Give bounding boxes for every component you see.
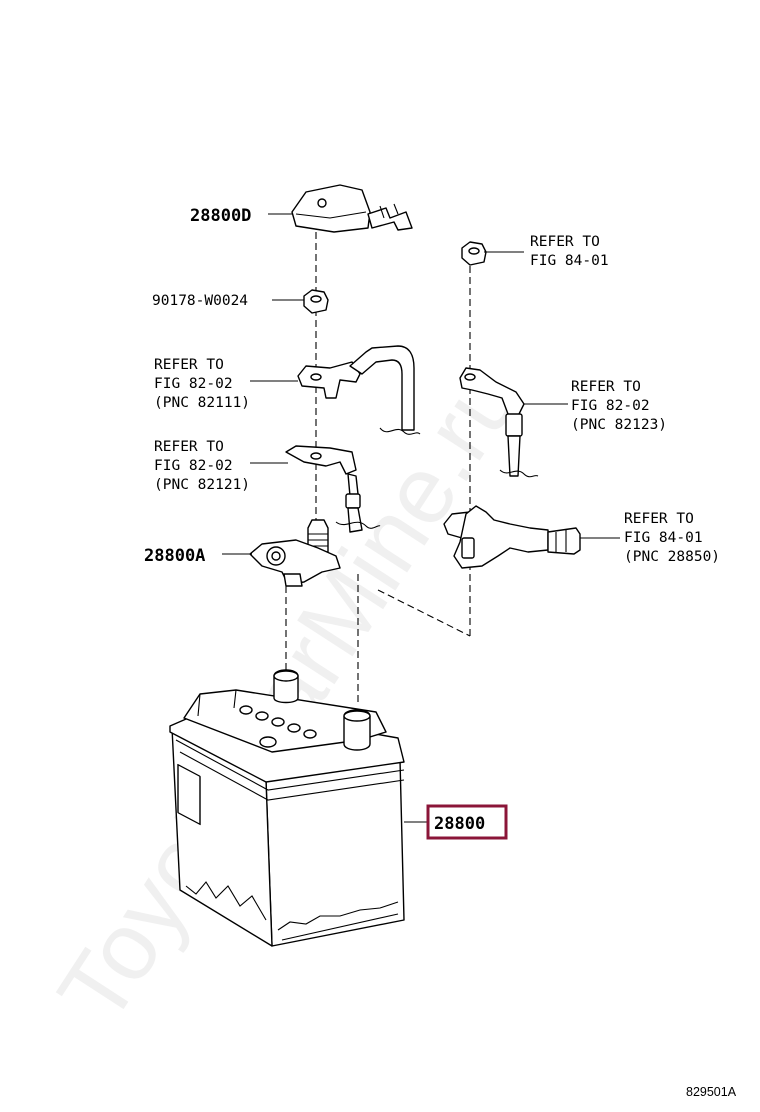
ref-fig-84-01-top[interactable]: REFER TO FIG 84-01	[530, 234, 609, 269]
assembly-lines	[285, 232, 471, 706]
cable-bracket-82121[interactable]	[285, 445, 381, 533]
leader-lines	[222, 213, 620, 823]
ref-pnc-28850[interactable]: REFER TO FIG 84-01 (PNC 28850)	[624, 511, 720, 565]
ref-pnc-28850-line1: REFER TO	[624, 511, 694, 527]
label-28800: 28800	[434, 814, 485, 834]
ref-pnc-82121[interactable]: REFER TO FIG 82-02 (PNC 82121)	[154, 439, 250, 493]
negative-terminal-28850[interactable]	[443, 505, 581, 569]
ref-fig-84-01-top-line2: FIG 84-01	[530, 253, 609, 269]
label-90178-w0024[interactable]: 90178-W0024	[152, 293, 248, 309]
ref-pnc-28850-line2: FIG 84-01	[624, 530, 703, 546]
ref-fig-84-01-top-line1: REFER TO	[530, 234, 600, 250]
battery-28800[interactable]	[169, 669, 405, 947]
ref-pnc-82123-line1: REFER TO	[571, 379, 641, 395]
highlight-box	[426, 804, 508, 840]
nut-fig-84-01[interactable]	[461, 241, 487, 266]
cable-82123[interactable]	[459, 367, 539, 478]
ref-pnc-28850-line3: (PNC 28850)	[624, 549, 720, 565]
ref-pnc-82121-line1: REFER TO	[154, 439, 224, 455]
ref-pnc-82111-line3: (PNC 82111)	[154, 395, 250, 411]
label-28800d[interactable]: 28800D	[190, 206, 251, 226]
nut-90178[interactable]	[303, 289, 329, 314]
ref-pnc-82123-line3: (PNC 82123)	[571, 417, 667, 433]
diagram-code: 829501A	[686, 1085, 737, 1099]
ref-pnc-82111-line1: REFER TO	[154, 357, 224, 373]
label-28800a[interactable]: 28800A	[144, 546, 205, 566]
ref-pnc-82111[interactable]: REFER TO FIG 82-02 (PNC 82111)	[154, 357, 250, 411]
ref-pnc-82121-line3: (PNC 82121)	[154, 477, 250, 493]
ref-pnc-82123[interactable]: REFER TO FIG 82-02 (PNC 82123)	[571, 379, 667, 433]
cable-bracket-82111[interactable]	[297, 345, 421, 435]
ref-pnc-82111-line2: FIG 82-02	[154, 376, 233, 392]
label-28800-highlight[interactable]: 28800	[426, 804, 508, 840]
ref-pnc-82121-line2: FIG 82-02	[154, 458, 233, 474]
terminal-cover-28800d[interactable]	[291, 184, 413, 233]
terminal-clamp-28800a[interactable]	[249, 519, 341, 587]
ref-pnc-82123-line2: FIG 82-02	[571, 398, 650, 414]
